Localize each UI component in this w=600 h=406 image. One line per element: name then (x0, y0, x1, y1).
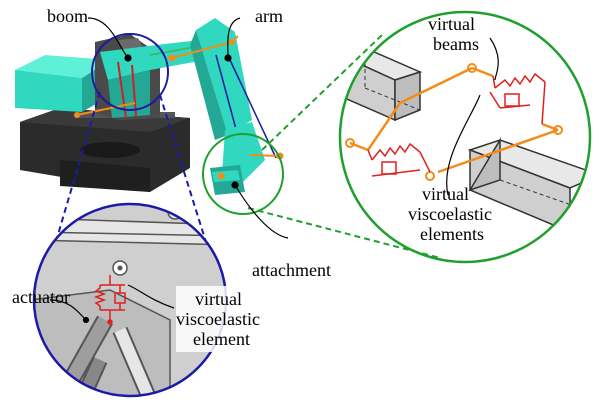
single-viscoelastic-element (93, 275, 126, 325)
green-zoom-source-circle (202, 133, 284, 215)
virtual-beam-lines (349, 66, 559, 174)
viscoelastic-elements-label-line2: viscoelastic (408, 204, 492, 224)
viscoelastic-element-upper (489, 72, 546, 125)
viscoelastic-element-label-line3: element (193, 329, 250, 349)
arm-label: arm (255, 6, 283, 26)
viscoelastic-elements-label-line1: virtual (422, 184, 469, 204)
attachment-label: attachment (252, 260, 331, 280)
actuator-label: actuator (12, 287, 70, 307)
blue-zoom-connector (51, 91, 211, 256)
attachment (210, 122, 284, 195)
boom (74, 34, 236, 120)
green-zoom-connector (247, 34, 441, 259)
leader-lines (49, 17, 499, 324)
blue-zoom-source-circle (91, 33, 169, 111)
virtual-beams-label-line1: virtual (428, 14, 475, 34)
arm (168, 18, 277, 171)
virtual-beams-label-line2: beams (433, 34, 479, 54)
viscoelastic-element-label-line2: viscoelastic (176, 309, 260, 329)
excavator-tracks (20, 108, 190, 192)
boom-label: boom (47, 6, 88, 26)
viscoelastic-element-lower (367, 142, 431, 177)
viscoelastic-element-label-line1: virtual (195, 289, 242, 309)
viscoelastic-elements-label-line3: elements (420, 224, 484, 244)
element-label-background (176, 286, 288, 352)
green-zoom-circle (338, 10, 592, 264)
